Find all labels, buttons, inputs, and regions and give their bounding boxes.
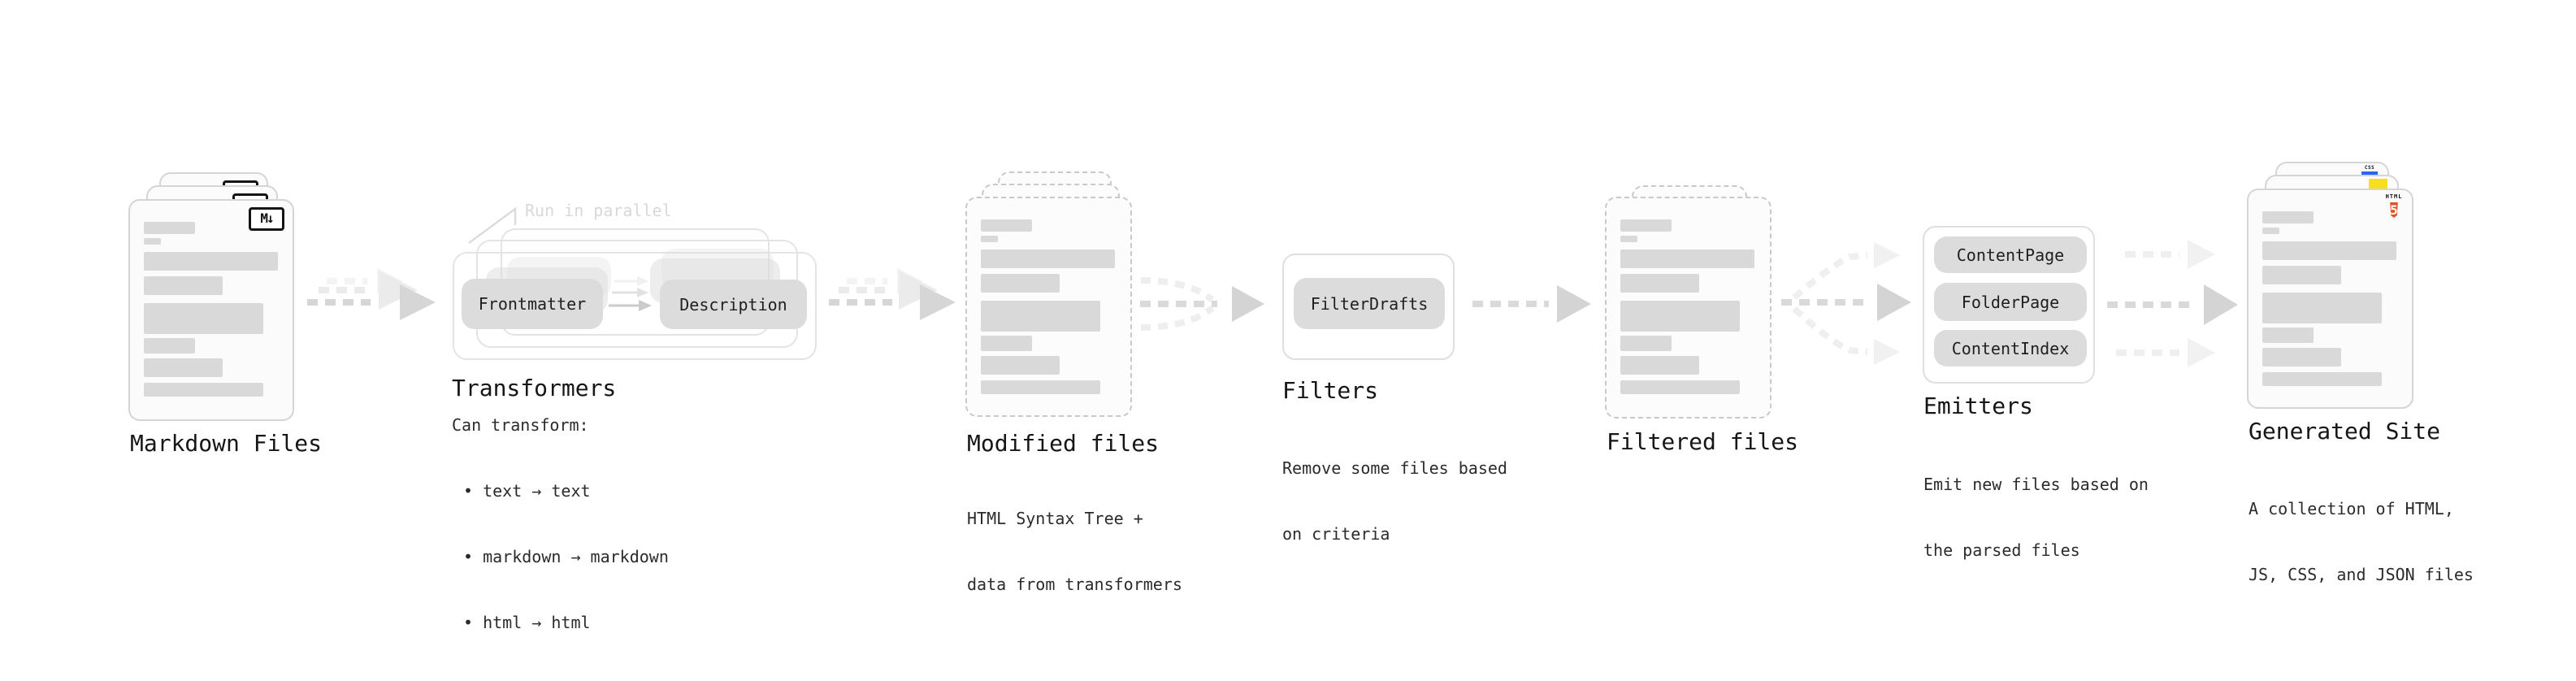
document-placeholder-lines [981,219,1115,394]
description-line: Remove some files based [1282,458,1507,478]
placeholder-line [1620,356,1699,375]
placeholder-line [144,252,278,271]
arrow-modified-to-filters [1140,277,1264,331]
placeholder-line [2262,241,2396,260]
placeholder-line [144,338,195,354]
document-placeholder-lines [144,222,278,397]
filtered-file-front [1605,197,1772,419]
html5-shield: 5 [2390,202,2398,218]
placeholder-line [144,358,223,377]
placeholder-line [1620,380,1740,394]
placeholder-line [144,383,263,397]
markdown-icon: M↓ [249,207,284,231]
transformers-heading: Transformers [452,375,617,401]
arrow-filtered-to-emitters [1781,242,1911,365]
contentindex-box: ContentIndex [1934,330,2087,367]
placeholder-line [2262,293,2382,323]
placeholder-line [144,238,161,245]
arrow-transformers-to-modified [829,268,956,320]
description-line: the parsed files [1923,540,2080,560]
transformers-description: Can transform: [452,415,589,435]
description-box: Description [660,280,807,329]
filterdrafts-box: FilterDrafts [1294,278,1445,329]
generated-site-description: A collection of HTML, JS, CSS, and JSON … [2249,454,2474,630]
bullet-item: • html → html [463,613,591,632]
placeholder-line [144,222,195,234]
modified-files-heading: Modified files [967,430,1160,457]
folderpage-box: FolderPage [1934,283,2087,321]
html5-badge-label: HTML [2385,193,2403,200]
placeholder-line [144,276,223,295]
placeholder-line [1620,219,1672,232]
placeholder-line [2262,266,2341,284]
css-badge-bar [2361,171,2378,175]
placeholder-line [1620,301,1740,332]
arrow-emitters-to-generated [2107,240,2238,367]
html5-badge: HTML 5 [2383,193,2405,220]
placeholder-line [144,303,263,334]
css-badge-label: CSS [2364,165,2375,171]
placeholder-line [2262,348,2341,367]
generated-file-html: HTML 5 [2247,189,2413,409]
bullet-item: • markdown → markdown [463,547,669,566]
description-line: HTML Syntax Tree + [967,509,1143,528]
emitters-heading: Emitters [1923,393,2033,419]
bullet-item: • text → text [463,481,591,501]
document-placeholder-lines [1620,219,1754,394]
filters-description: Remove some files based on criteria [1282,414,1507,589]
emitters-description: Emit new files based on the parsed files [1923,430,2149,605]
placeholder-line [1620,274,1699,293]
markdown-files-heading: Markdown Files [130,430,323,457]
description-line: A collection of HTML, [2249,499,2454,518]
placeholder-line [981,219,1032,232]
placeholder-line [2262,372,2382,386]
frontmatter-box: Frontmatter [462,279,603,329]
modified-files-description: HTML Syntax Tree + data from transformer… [967,464,1182,640]
placeholder-line [981,380,1100,394]
modified-file-front [965,197,1132,417]
description-line: data from transformers [967,575,1182,594]
description-line: on criteria [1282,524,1390,544]
placeholder-line [1620,236,1637,242]
arrow-markdown-to-transformers [307,268,436,320]
run-in-parallel-callout-line [468,206,517,245]
placeholder-line [2262,211,2314,223]
contentpage-box: ContentPage [1934,236,2087,273]
filtered-files-heading: Filtered files [1607,428,1799,455]
document-placeholder-lines [2262,211,2396,386]
transformers-bullet-list: • text → text • markdown → markdown • ht… [463,436,669,678]
generated-site-heading: Generated Site [2249,418,2441,445]
transformer-container-front [453,252,817,360]
placeholder-line [981,274,1060,293]
placeholder-line [2262,228,2279,234]
description-line: JS, CSS, and JSON files [2249,565,2474,584]
run-in-parallel-note: Run in parallel [525,201,672,220]
placeholder-line [1620,249,1754,268]
arrow-filters-to-filtered [1472,285,1591,323]
placeholder-line [1620,336,1672,351]
placeholder-line [981,356,1060,375]
description-line: Emit new files based on [1923,475,2149,494]
placeholder-line [981,301,1100,332]
filters-heading: Filters [1282,377,1379,404]
placeholder-line [981,249,1115,268]
placeholder-line [2262,327,2314,343]
transformer-step-arrows [609,276,652,311]
css-badge: CSS [2361,166,2378,175]
markdown-file-front: M↓ [128,199,294,421]
placeholder-line [981,236,998,242]
placeholder-line [981,336,1032,351]
